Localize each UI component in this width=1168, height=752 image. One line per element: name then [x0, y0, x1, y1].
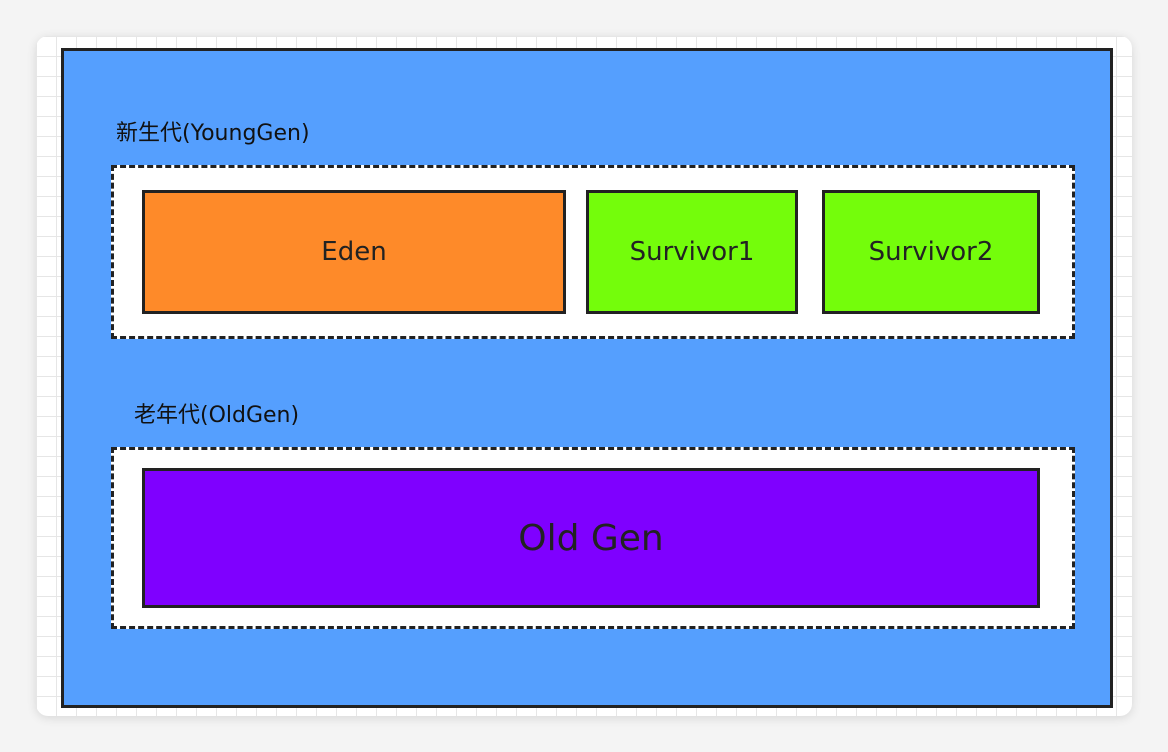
old-gen-region: Old Gen	[142, 468, 1040, 608]
eden-region: Eden	[142, 190, 566, 314]
young-generation-box: Eden Survivor1 Survivor2	[111, 165, 1075, 339]
heap-container: 新生代(YoungGen) Eden Survivor1 Survivor2 老…	[61, 48, 1113, 708]
old-generation-box: Old Gen	[111, 447, 1075, 629]
survivor1-region: Survivor1	[586, 190, 798, 314]
young-generation-label: 新生代(YoungGen)	[116, 121, 310, 146]
old-generation-label: 老年代(OldGen)	[134, 403, 300, 428]
survivor2-region: Survivor2	[822, 190, 1040, 314]
